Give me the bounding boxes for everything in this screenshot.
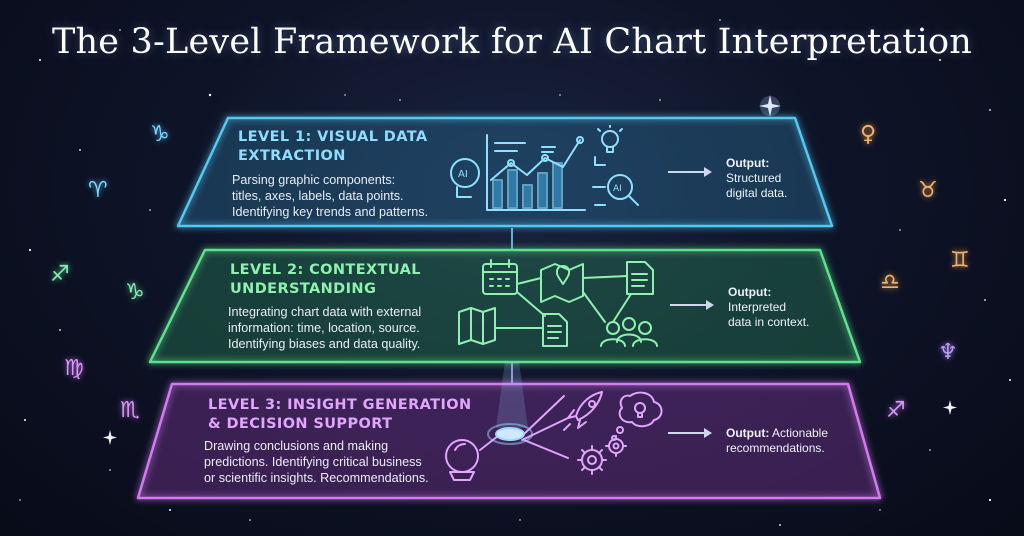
level-2-output-text: Interpreted: [728, 300, 787, 314]
zodiac-scorpio-left: ♏: [120, 398, 140, 423]
level-3-desc-line: Drawing conclusions and making: [204, 439, 389, 453]
level-2-desc-line: Identifying biases and data quality.: [228, 337, 421, 351]
level-1-output-label: Output:: [726, 156, 770, 170]
level-2-title-line-1: LEVEL 2: CONTEXTUAL: [230, 262, 421, 278]
zodiac-sagittarius-left: ♐: [50, 262, 70, 287]
level-3-description: Drawing conclusions and making predictio…: [204, 438, 429, 486]
lightbulb-gear-icon: [594, 125, 623, 166]
zodiac-capricorn-left: ♑: [150, 122, 170, 147]
level-1-output-arrow: [668, 167, 712, 177]
level-2-icon-cluster: [458, 259, 658, 347]
users-icon: [600, 317, 658, 347]
calendar-icon: [482, 259, 518, 295]
level-3-output: Output: Actionable recommendations.: [726, 426, 828, 456]
level-2-desc-line: information: time, location, source.: [228, 321, 420, 335]
level-3-title: LEVEL 3: INSIGHT GENERATION & DECISION S…: [208, 396, 472, 434]
level-3-output-text: Actionable: [771, 426, 829, 440]
svg-text:AI: AI: [458, 169, 468, 180]
level-1-icon-cluster: AI AI: [450, 125, 639, 211]
zodiac-capricorn-left-2: ♑: [125, 280, 145, 305]
folded-map-icon: [458, 307, 496, 345]
level-2-desc-line: Integrating chart data with external: [228, 305, 422, 319]
zodiac-virgo-left: ♍: [64, 356, 84, 381]
level-1-desc-line: Parsing graphic components:: [232, 173, 396, 187]
zodiac-venus-right: ♀: [860, 122, 877, 147]
level-1-desc-line: Identifying key trends and patterns.: [232, 205, 429, 219]
zodiac-libra-right: ♎: [880, 270, 900, 295]
level-1-desc-line: titles, axes, labels, data points.: [232, 189, 404, 203]
level-3-panel: [136, 382, 882, 500]
ai-magnifier-icon: AI: [592, 174, 639, 206]
rocket-icon: [563, 391, 603, 431]
zodiac-gemini-right: ♊: [950, 248, 970, 273]
level-3-desc-line: predictions. Identifying critical busine…: [204, 455, 422, 469]
level-2-output: Output: Interpreted data in context.: [728, 285, 809, 330]
level-1-description: Parsing graphic components: titles, axes…: [232, 172, 428, 220]
crystal-ball-icon: [445, 439, 479, 481]
zodiac-neptune-right: ♆: [938, 340, 958, 365]
level-3-icon-cluster: [445, 391, 663, 481]
level-2-output-text: data in context.: [728, 315, 810, 329]
document-icon: [542, 313, 568, 347]
gears-icon: [577, 435, 627, 475]
level-2-output-label: Output:: [728, 285, 772, 299]
zodiac-taurus-right: ♉: [918, 178, 938, 203]
glowing-node-icon: [487, 423, 533, 445]
level-1-panel: [176, 116, 834, 228]
level-3-output-text: recommendations.: [726, 441, 825, 455]
level-3-title-line-2: & DECISION SUPPORT: [208, 416, 393, 432]
document-icon: [626, 261, 654, 295]
level-3-output-arrow: [668, 428, 712, 438]
level-2-output-arrow: [670, 300, 714, 310]
thought-bubble-icon: [611, 391, 663, 441]
level-2-panel: [148, 248, 862, 364]
zodiac-sagittarius-right: ♐: [886, 398, 906, 423]
level-3-desc-line: or scientific insights. Recommendations.: [204, 471, 429, 485]
level-3-title-line-1: LEVEL 3: INSIGHT GENERATION: [208, 397, 472, 413]
page-title: The 3-Level Framework for AI Chart Inter…: [51, 22, 972, 62]
level-1-output-text: Structured: [726, 171, 782, 185]
bar-chart-icon: [486, 134, 586, 211]
level-3-output-label: Output:: [726, 426, 770, 440]
svg-text:AI: AI: [613, 184, 622, 194]
level-2-title: LEVEL 2: CONTEXTUAL UNDERSTANDING: [230, 261, 421, 299]
level-1-title-line-1: LEVEL 1: VISUAL DATA: [238, 129, 428, 145]
ai-head-icon: AI: [450, 158, 480, 198]
map-pin-icon: [540, 263, 584, 303]
level-1-output: Output: Structured digital data.: [726, 156, 787, 201]
level-1-output-text: digital data.: [726, 186, 788, 200]
zodiac-aries-left: ♈: [88, 178, 108, 203]
level-1-title-line-2: EXTRACTION: [238, 148, 346, 164]
level-2-description: Integrating chart data with external inf…: [228, 304, 421, 352]
level-1-title: LEVEL 1: VISUAL DATA EXTRACTION: [238, 128, 428, 166]
level-2-title-line-2: UNDERSTANDING: [230, 281, 377, 297]
